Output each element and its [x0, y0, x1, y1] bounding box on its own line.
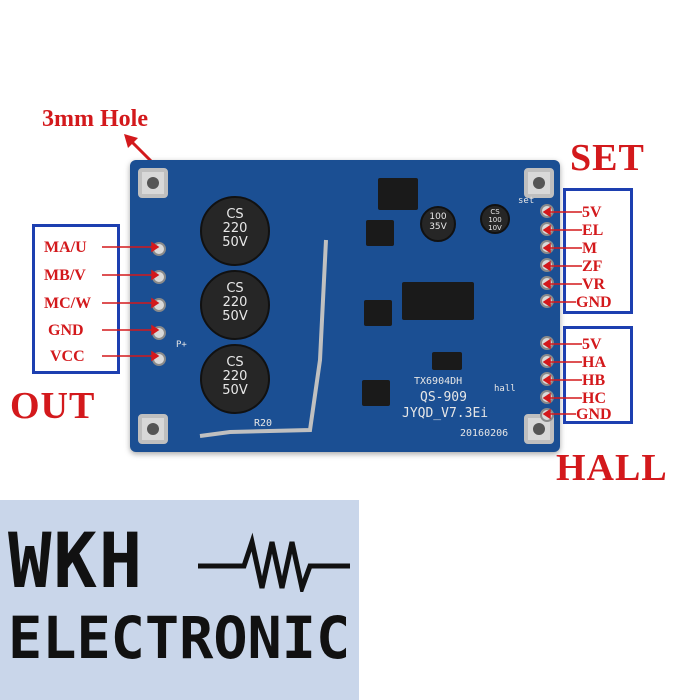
- hall-pin-label: HC: [582, 390, 606, 407]
- logo-line-1: WKH: [8, 516, 145, 605]
- resistor-symbol-icon: [198, 532, 350, 592]
- out-pin-label: MB/V: [44, 267, 86, 284]
- set-hall-arrows-icon: [542, 206, 582, 420]
- out-pin-label: VCC: [50, 348, 85, 365]
- version-label: JYQD_V7.3Ei: [402, 406, 489, 421]
- out-pin-label: MA/U: [44, 239, 87, 256]
- mount-hole-top-left: [138, 168, 168, 198]
- regulator-chip: [378, 178, 418, 210]
- out-pin-frame: [32, 224, 120, 374]
- set-pin-label: EL: [582, 222, 604, 239]
- hole-callout: 3mm Hole: [42, 106, 148, 132]
- pplus-silk: P+: [176, 340, 187, 350]
- capacitor-small-2: CS 100 10V: [480, 204, 510, 234]
- set-callout: SET: [570, 137, 645, 179]
- small-chip: [432, 352, 462, 370]
- hall-pin-label: HB: [582, 372, 606, 389]
- hall-callout: HALL: [556, 447, 668, 489]
- set-pin-label: GND: [576, 294, 612, 311]
- set-pin-label: 5V: [582, 204, 602, 221]
- controller-chip: [402, 282, 474, 320]
- shunt-wire-icon: [199, 239, 328, 438]
- hall-silk: hall: [494, 384, 516, 394]
- model-label: QS-909: [420, 390, 467, 405]
- set-silk: set: [518, 196, 535, 206]
- set-pin-frame: [563, 188, 633, 314]
- hall-pin-label: HA: [582, 354, 606, 371]
- hall-pin-label: GND: [576, 406, 612, 423]
- mount-hole-top-right: [524, 168, 554, 198]
- out-pin-label: MC/W: [44, 295, 92, 312]
- out-pin-label: GND: [48, 322, 84, 339]
- out-callout: OUT: [10, 385, 96, 427]
- set-pin-label: M: [582, 240, 598, 257]
- chip-label: TX6904DH: [414, 376, 463, 387]
- driver-chip-2: [364, 300, 392, 326]
- set-pin-label: VR: [582, 276, 606, 293]
- driver-chip-3: [362, 380, 390, 406]
- resistor-label: R20: [254, 418, 273, 429]
- driver-chip-1: [366, 220, 394, 246]
- mount-hole-bottom-left: [138, 414, 168, 444]
- hall-pin-frame: [563, 326, 633, 424]
- hall-pin-label: 5V: [582, 336, 602, 353]
- date-label: 20160206: [460, 428, 509, 439]
- capacitor-small-1: 100 35V: [420, 206, 456, 242]
- out-arrows-icon: [102, 241, 160, 362]
- set-pin-label: ZF: [582, 258, 603, 275]
- brand-logo: WKH ELECTRONIC: [0, 500, 359, 700]
- logo-line-2: ELECTRONIC: [8, 604, 351, 672]
